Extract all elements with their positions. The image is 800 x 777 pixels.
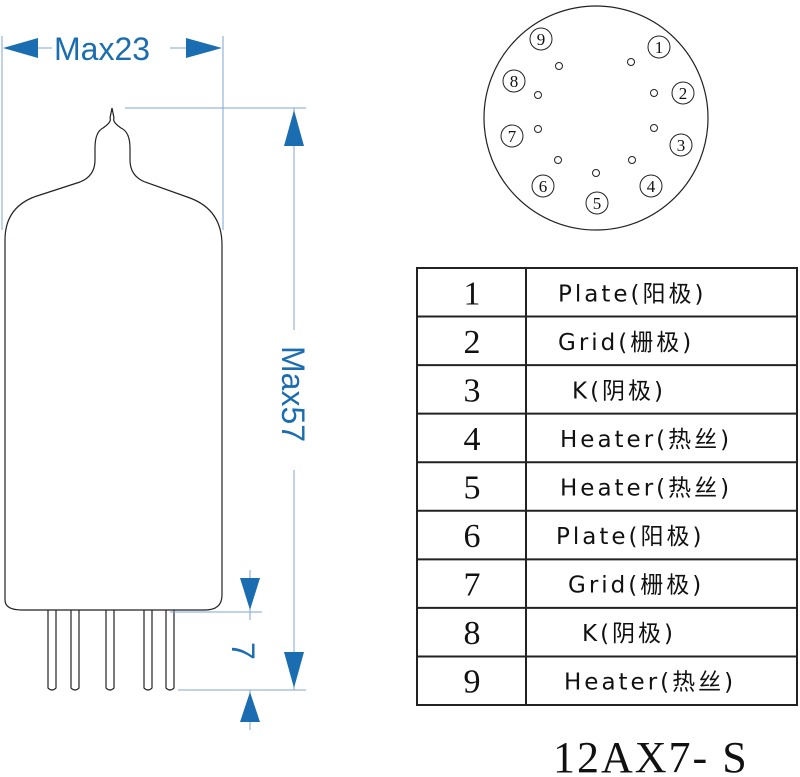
table-pin-function: Plate(阳极) (556, 524, 704, 550)
socket-pin-label: 5 (593, 194, 602, 213)
table-pin-function: Plate(阳极) (558, 281, 706, 307)
table-pin-number: 5 (464, 470, 481, 507)
socket-pinout: 1 2 3 4 5 6 7 8 9 (483, 5, 709, 231)
table-pin-number: 2 (464, 324, 481, 361)
width-dimension-label: Max23 (54, 31, 150, 67)
pin-length-label: 7 (225, 642, 261, 660)
table-pin-number: 1 (464, 275, 481, 312)
socket-pin-label: 2 (679, 84, 688, 103)
socket-pin-label: 8 (510, 72, 519, 91)
table-pin-function: Heater(热丝) (564, 670, 736, 696)
dimension-arrows (3, 38, 304, 722)
table-pin-function: K(阴极) (582, 621, 676, 647)
socket-pin-label: 1 (655, 38, 664, 57)
height-dimension-label: Max57 (275, 346, 311, 442)
table-pin-function: Grid(栅极) (558, 330, 694, 356)
table-pin-number: 6 (464, 518, 481, 555)
table-pin-number: 7 (464, 567, 481, 604)
tube-outline (4, 107, 223, 611)
table-pin-function: Heater(热丝) (560, 427, 732, 453)
table-pin-number: 4 (464, 421, 481, 458)
pin-holes (534, 58, 658, 177)
table-pin-number: 9 (464, 664, 481, 701)
table-pin-number: 8 (464, 615, 481, 652)
tube-pins (47, 610, 175, 691)
socket-pin-label: 6 (539, 177, 548, 196)
socket-pin-label: 7 (508, 127, 517, 146)
table-pin-function: K(阴极) (572, 378, 666, 404)
socket-pin-label: 4 (647, 177, 656, 196)
model-title: 12AX7- S (553, 733, 749, 777)
table-pin-function: Heater(热丝) (560, 476, 732, 502)
table-pin-function: Grid(栅极) (568, 573, 704, 599)
socket-pin-label: 9 (537, 30, 546, 49)
table-pin-number: 3 (464, 372, 481, 409)
socket-pin-label: 3 (677, 136, 686, 155)
